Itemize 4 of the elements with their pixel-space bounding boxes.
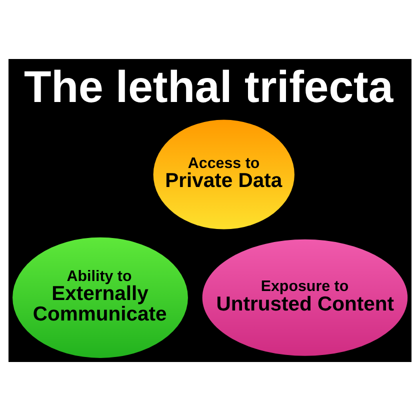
diagram-title: The lethal trifecta bbox=[24, 62, 394, 112]
node-ellipse: Exposure to Untrusted Content bbox=[202, 238, 408, 356]
node-ellipse: Ability to Externally Communicate bbox=[12, 236, 188, 358]
node-ellipse: Access to Private Data bbox=[153, 119, 294, 229]
